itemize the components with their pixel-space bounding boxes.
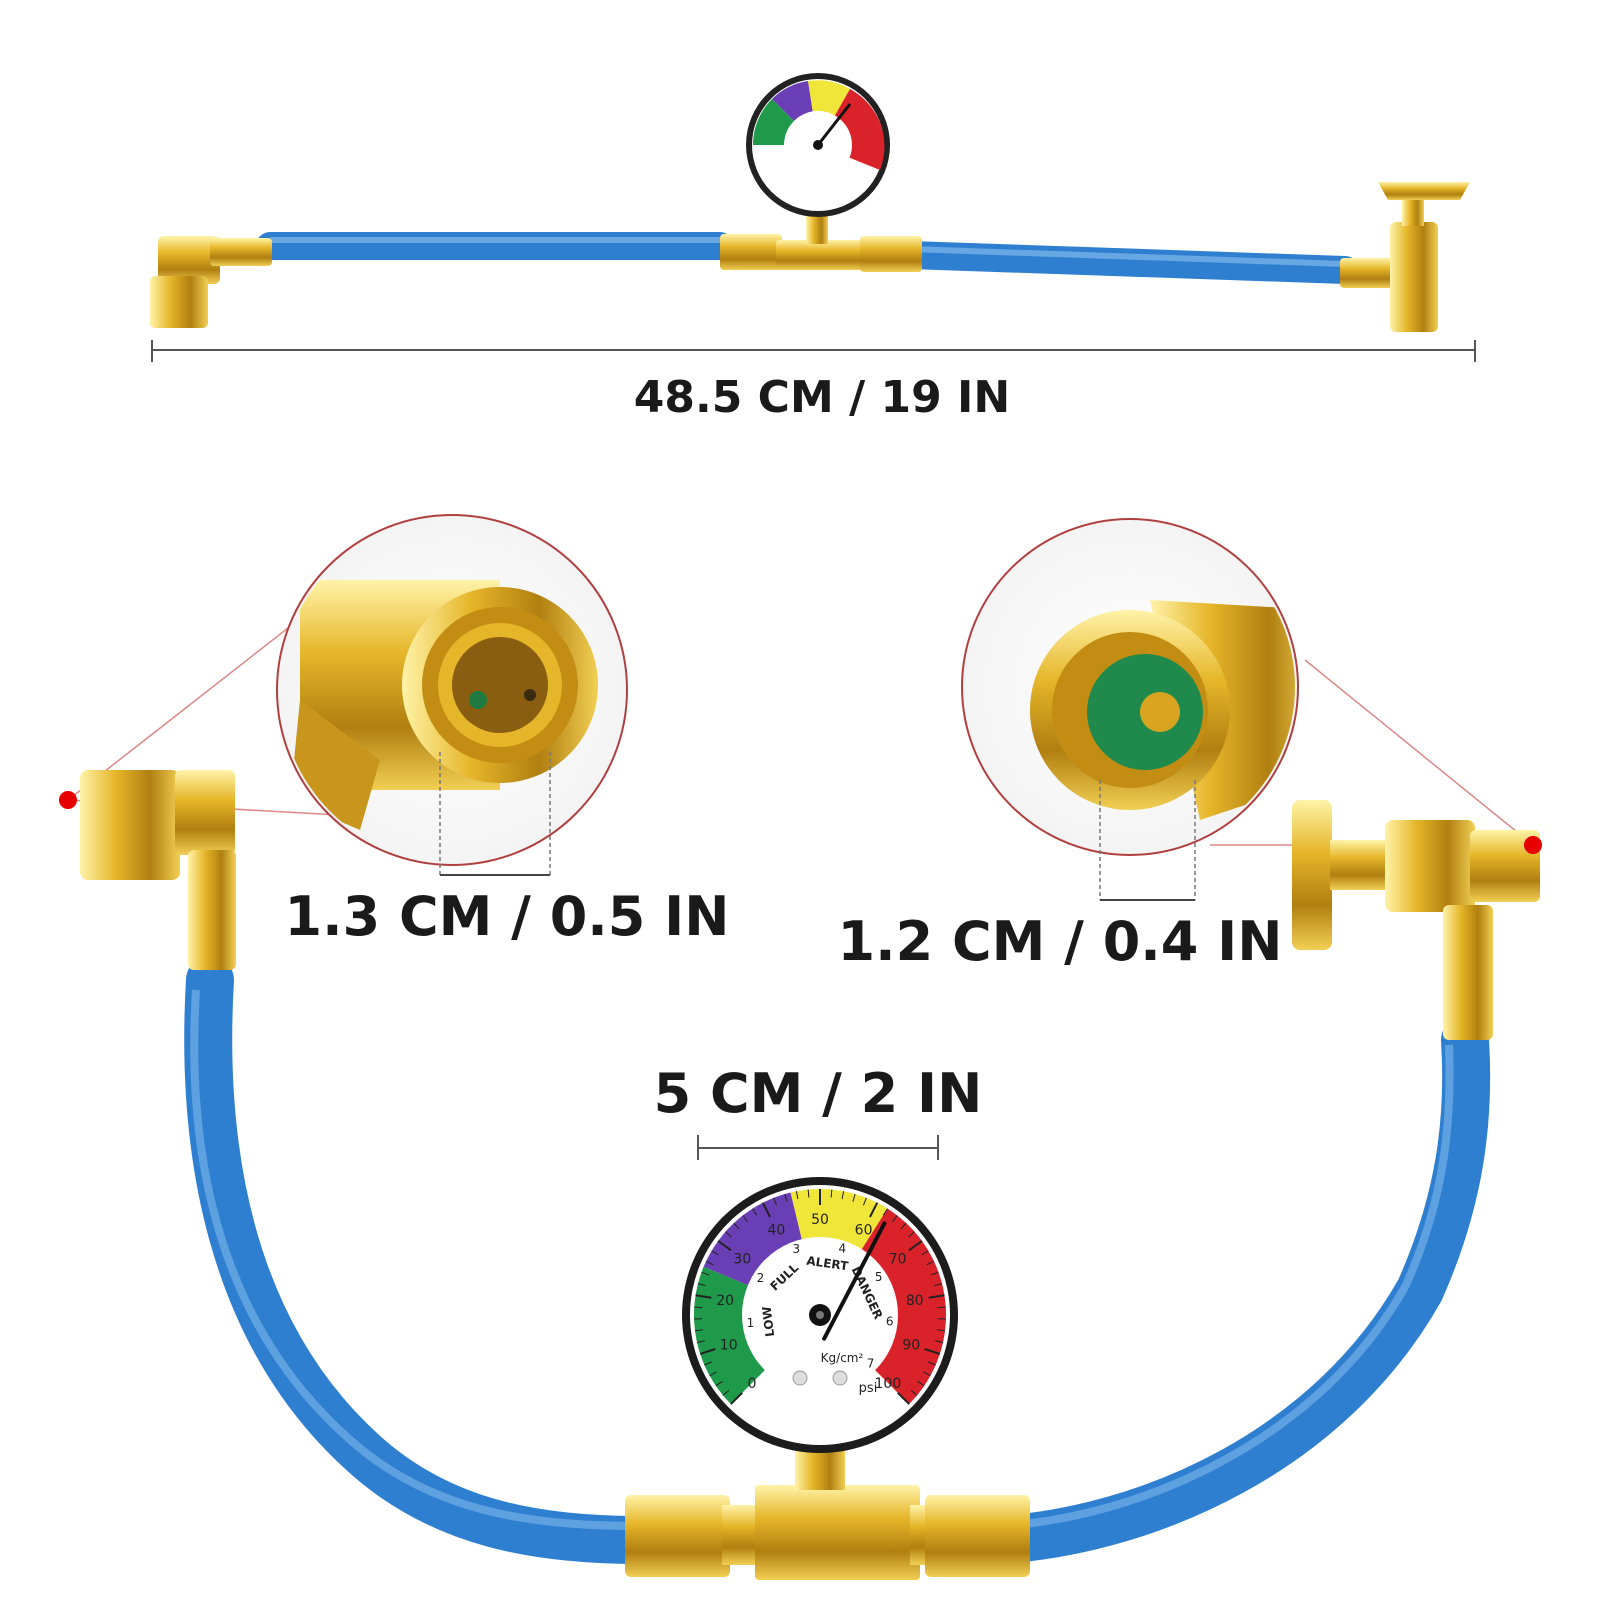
gauge-tick: [910, 1389, 918, 1396]
gauge-kg-label: 5: [875, 1270, 883, 1284]
gauge-tick: [761, 1202, 771, 1218]
right-zoom-detail: [961, 518, 1299, 856]
gauge-psi-label: 40: [768, 1222, 786, 1238]
gauge-unit-kg: Kg/cm²: [821, 1351, 864, 1365]
gauge-tick: [928, 1294, 945, 1299]
gauge-tick: [701, 1271, 710, 1276]
gauge-tick: [742, 1215, 749, 1223]
right-callout-dot: [1524, 836, 1542, 854]
gauge-zone-label-alert: ALERT: [806, 1254, 850, 1274]
gauge-tick: [934, 1283, 943, 1287]
gauge-tick: [882, 1208, 888, 1216]
gauge-tick: [937, 1329, 946, 1332]
left-opening-dimension: [439, 752, 551, 876]
gauge-tick: [937, 1306, 946, 1309]
gauge-tick: [924, 1348, 941, 1355]
gauge-tick: [715, 1380, 723, 1387]
gauge-tick: [694, 1306, 703, 1309]
gauge-kg-label: 4: [838, 1242, 846, 1256]
gauge-tick: [926, 1260, 935, 1266]
gauge-tick: [696, 1340, 705, 1343]
gauge-diameter-label: 5 CM / 2 IN: [654, 1062, 983, 1125]
gauge-kg-label: 2: [757, 1271, 765, 1285]
left-zoom-detail: [276, 514, 628, 866]
top-hose-assembly: [150, 73, 1470, 332]
gauge-psi-scale: 0 10 20 30 40 50 60 70 80 90 100: [694, 1189, 946, 1405]
gauge-psi-label: 90: [902, 1338, 920, 1354]
gauge-psi-label: 80: [906, 1293, 924, 1309]
gauge-psi-label: 50: [811, 1212, 829, 1228]
gauge-tick: [807, 1189, 810, 1198]
gauge-tick: [717, 1240, 732, 1252]
gauge-tick: [891, 1215, 898, 1223]
bottom-can-tap-valve: [1292, 800, 1540, 1040]
gauge-tick: [897, 1392, 910, 1405]
gauge-tick: [704, 1361, 712, 1366]
gauge-tick: [935, 1340, 944, 1343]
top-can-tap-valve: [1340, 182, 1470, 332]
left-opening-label: 1.3 CM / 0.5 IN: [285, 885, 730, 948]
overall-length-dimension: [151, 340, 1476, 362]
gauge-tick: [930, 1271, 939, 1276]
top-gauge: [746, 73, 890, 217]
overall-length-label: 48.5 CM / 19 IN: [634, 372, 1010, 423]
gauge-tick: [697, 1283, 706, 1287]
gauge-tick: [730, 1392, 743, 1405]
top-tee-fitting: [720, 210, 922, 272]
gauge-unit-psi: psi: [859, 1381, 878, 1396]
gauge-tick: [830, 1189, 833, 1198]
bottom-tee-fitting: [625, 1440, 1030, 1580]
gauge-tick: [733, 1222, 740, 1230]
gauge-tick: [711, 1250, 719, 1256]
gauge-tick: [752, 1208, 758, 1216]
gauge-zone-label-low: LOW: [760, 1305, 778, 1337]
gauge-tick: [695, 1294, 712, 1299]
gauge-psi-label: 30: [733, 1252, 751, 1268]
gauge-kg-scale: 1 2 3 4 5 6 7: [747, 1242, 894, 1371]
gauge-tick: [795, 1191, 799, 1200]
gauge-psi-label: 60: [855, 1222, 873, 1238]
gauge-tick: [908, 1231, 915, 1238]
gauge-psi-label: 0: [748, 1376, 757, 1392]
gauge-kg-label: 3: [792, 1242, 800, 1256]
gauge-tick: [699, 1348, 716, 1355]
bottom-quick-coupler: [80, 770, 236, 970]
gauge-kg-label: 7: [867, 1356, 875, 1370]
gauge-tick: [725, 1231, 732, 1238]
right-opening-label: 1.2 CM / 0.4 IN: [838, 910, 1283, 973]
gauge-diameter-dimension: [697, 1135, 939, 1160]
gauge-tick: [900, 1222, 907, 1230]
gauge-kg-label: 6: [886, 1315, 894, 1329]
gauge-psi-label: 100: [875, 1376, 902, 1392]
gauge-tick: [773, 1197, 778, 1206]
gauge-psi-label: 20: [716, 1293, 734, 1309]
gauge-tick: [694, 1329, 703, 1332]
gauge-tick: [722, 1389, 730, 1396]
gauge-tick: [862, 1197, 867, 1206]
gauge-tick: [869, 1202, 879, 1218]
gauge-tick: [705, 1260, 714, 1266]
gauge-tick: [928, 1361, 936, 1366]
gauge-psi-label: 70: [889, 1252, 907, 1268]
top-quick-coupler: [150, 236, 272, 328]
gauge-tick: [852, 1193, 856, 1202]
gauge-kg-label: 1: [747, 1316, 755, 1330]
gauge-psi-label: 10: [720, 1338, 738, 1354]
top-hose: [256, 232, 1359, 284]
gauge-tick: [784, 1193, 788, 1202]
gauge-tick: [921, 1250, 929, 1256]
gauge-tick: [908, 1240, 923, 1252]
gauge-tick: [917, 1380, 925, 1387]
gauge-tick: [709, 1371, 717, 1377]
gauge-tick: [841, 1191, 845, 1200]
gauge-needle: [822, 1221, 887, 1341]
bottom-hose-assembly: [59, 770, 1542, 1580]
left-callout-dot: [59, 791, 77, 809]
right-opening-dimension: [1099, 780, 1196, 901]
gauge-tick: [923, 1371, 931, 1377]
